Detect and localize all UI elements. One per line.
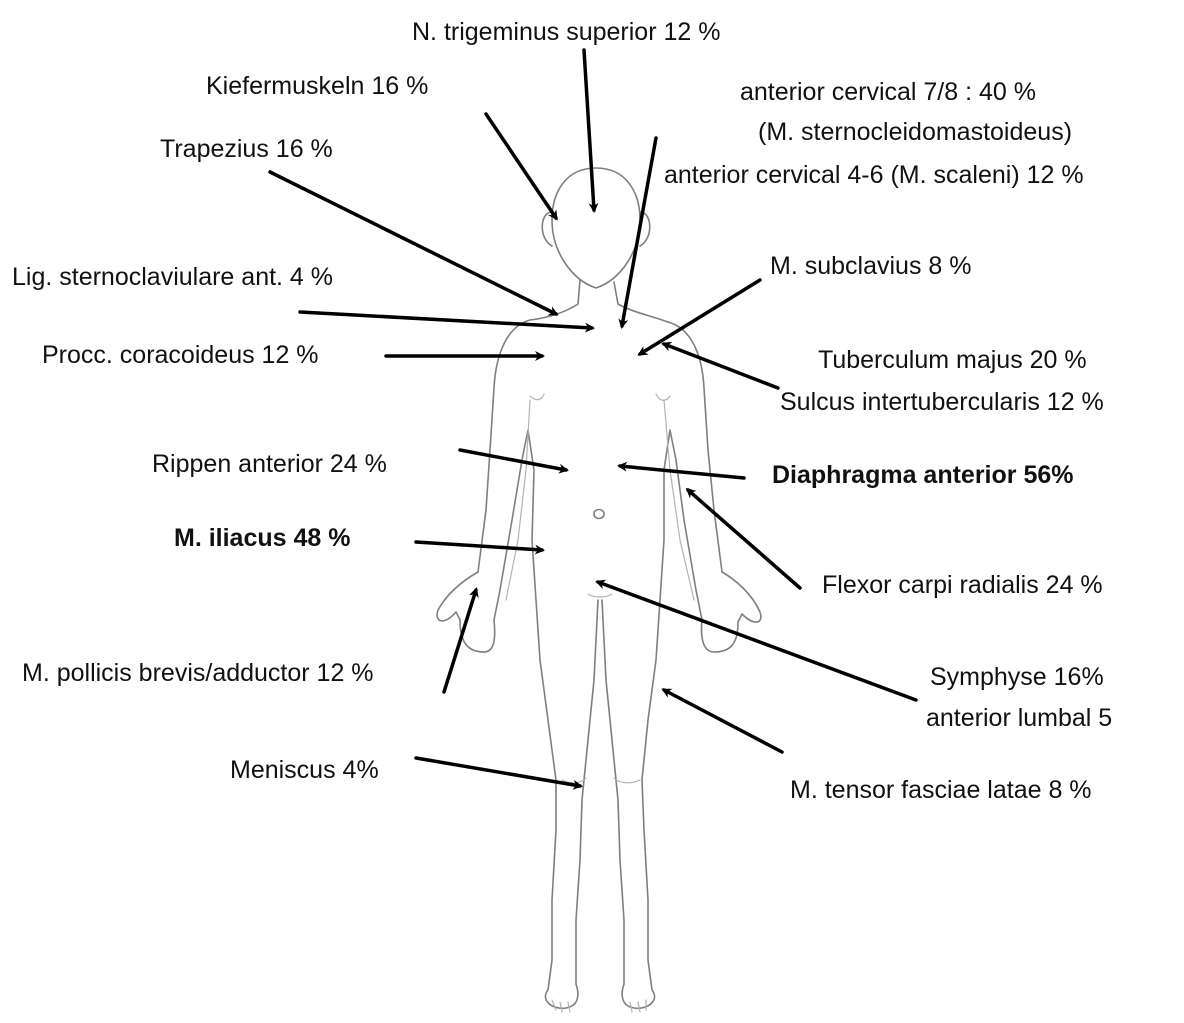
label-cervical-46: anterior cervical 4-6 (M. scaleni) 12 % (664, 161, 1084, 189)
body-ear-left (542, 212, 552, 246)
label-pollicis: M. pollicis brevis/adductor 12 % (22, 659, 374, 687)
label-tensor: M. tensor fasciae latae 8 % (790, 776, 1092, 804)
label-cervical-78-line1: anterior cervical 7/8 : 40 % (740, 78, 1036, 106)
body-armpit-left (530, 394, 544, 400)
arrow-lig-sternoclav (300, 312, 592, 328)
body-figure (437, 168, 761, 1012)
arrow-rippen (460, 450, 566, 470)
body-knee-right (614, 778, 640, 783)
body-armpit-right (656, 394, 670, 400)
label-tuberculum: Tuberculum majus 20 % (818, 346, 1087, 374)
label-flexor: Flexor carpi radialis 24 % (822, 571, 1103, 599)
body-left-inner-arm (506, 400, 530, 600)
arrow-tuberculum (664, 344, 778, 388)
label-trapezius: Trapezius 16 % (160, 135, 333, 163)
label-iliacus: M. iliacus 48 % (174, 524, 350, 552)
arrow-trapezius (270, 172, 556, 314)
label-rippen: Rippen anterior 24 % (152, 450, 387, 478)
body-navel (594, 510, 604, 519)
label-symphyse: Symphyse 16% (930, 663, 1104, 691)
body-left-outline (437, 320, 598, 1008)
body-pelvis (588, 594, 612, 597)
label-cervical-78-line2: (M. sternocleidomastoideus) (758, 118, 1072, 146)
label-lumbal: anterior lumbal 5 (926, 704, 1112, 732)
arrow-symphyse (598, 582, 916, 700)
arrow-tensor (664, 690, 782, 752)
body-toes-left (552, 1000, 570, 1012)
labels: N. trigeminus superior 12 % Kiefermuskel… (12, 18, 1112, 804)
label-meniscus: Meniscus 4% (230, 756, 379, 784)
arrow-kiefermuskeln (486, 114, 556, 218)
arrow-cervical-78 (622, 138, 656, 326)
arrow-diaphragma (620, 466, 744, 478)
label-diaphragma: Diaphragma anterior 56% (772, 461, 1074, 489)
label-coracoideus: Procc. coracoideus 12 % (42, 341, 319, 369)
arrow-trigeminus (584, 50, 594, 210)
arrow-iliacus (416, 542, 542, 550)
label-subclavius: M. subclavius 8 % (770, 252, 971, 280)
body-head (552, 168, 640, 288)
arrow-pollicis (444, 590, 476, 692)
body-right-inner-arm (664, 400, 694, 600)
arrow-subclavius (640, 280, 760, 354)
label-sulcus: Sulcus intertubercularis 12 % (780, 388, 1104, 416)
body-right-outline (602, 322, 761, 1008)
arrow-flexor (688, 490, 800, 588)
label-trigeminus: N. trigeminus superior 12 % (412, 18, 720, 46)
body-toes-right (630, 1000, 646, 1012)
label-kiefermuskeln: Kiefermuskeln 16 % (206, 72, 428, 100)
label-lig-sternoclav: Lig. sternoclaviulare ant. 4 % (12, 263, 333, 291)
